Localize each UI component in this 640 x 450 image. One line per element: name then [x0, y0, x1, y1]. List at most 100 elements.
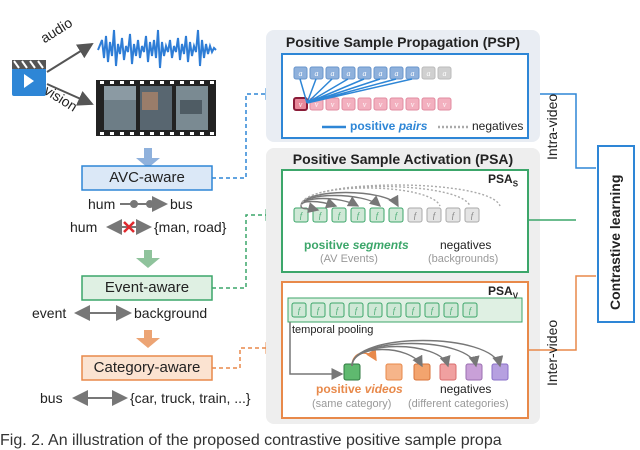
psas-positive: positive segments — [304, 238, 409, 252]
psp-legend-positive-em: pairs — [398, 119, 428, 133]
psas-token-6 — [388, 207, 404, 223]
psas-token-label-4: f — [357, 211, 361, 220]
psas-token-label-9: f — [452, 211, 456, 220]
psav-frame-token-label-7: f — [412, 306, 416, 315]
psp-to-contrastive-link — [540, 93, 596, 169]
contrastive-learning-box — [597, 145, 635, 323]
event-to-psas-link — [212, 209, 278, 289]
not-related-icon — [123, 221, 135, 233]
psp-legend-negatives: negatives — [472, 119, 524, 133]
psas-label-sub: S — [512, 179, 519, 189]
psas-positive-text: positive — [304, 238, 353, 252]
psas-token-label-7: f — [414, 211, 418, 220]
psp-audio-token-label-4: a — [347, 69, 351, 78]
psav-negative-video-3 — [465, 363, 483, 381]
psav-positive: positive videos — [316, 382, 403, 396]
psas-token-label-5: f — [376, 211, 380, 220]
psp-visual-token-label-8: v — [411, 100, 415, 109]
intra-video-label: Intra-video — [544, 93, 560, 160]
avc-rel1-right: bus — [170, 196, 193, 212]
psp-visual-token-label-9: v — [427, 100, 431, 109]
psav-label: PSAV — [488, 284, 518, 300]
psav-label-text: PSA — [488, 284, 513, 298]
flow-arrow-2 — [136, 250, 160, 268]
psav-positive-sub: (same category) — [312, 398, 392, 410]
temporal-pooling-label: temporal pooling — [292, 324, 374, 336]
psav-label-sub: V — [512, 291, 519, 301]
psp-audio-token-label-9: a — [427, 69, 431, 78]
psp-visual-token-6 — [373, 97, 388, 111]
psp-audio-token-label-8: a — [411, 69, 415, 78]
psav-frame-token-label-2: f — [317, 306, 321, 315]
psp-audio-token-label-7: a — [395, 69, 399, 78]
psas-token-4 — [350, 207, 366, 223]
psp-audio-token-label-5: a — [363, 69, 367, 78]
psav-negative-video-2 — [439, 363, 457, 381]
psp-visual-token-7 — [389, 97, 404, 111]
psav-frame-token-label-3: f — [336, 306, 340, 315]
pooling-arrow — [289, 322, 344, 380]
psas-token-5 — [369, 207, 385, 223]
psp-visual-token-1 — [293, 97, 308, 111]
psav-frame-token-10 — [462, 302, 478, 318]
psp-visual-token-3 — [325, 97, 340, 111]
avc-rel2-right: {man, road} — [154, 219, 227, 235]
psp-audio-token-2 — [309, 66, 324, 80]
psas-token-label-1: f — [300, 211, 304, 220]
psav-frame-token-4 — [348, 302, 364, 318]
psas-arcs — [300, 184, 501, 214]
psp-title: Positive Sample Propagation (PSP) — [285, 34, 521, 50]
psp-legend-positive-text: positive — [350, 119, 399, 133]
psav-frame-token-label-9: f — [450, 306, 454, 315]
psp-audio-token-10 — [437, 66, 452, 80]
video-filmstrip — [96, 80, 216, 136]
psav-negative-video-4 — [491, 363, 509, 381]
psas-label: PSAS — [488, 172, 518, 188]
psav-frame-token-1 — [291, 302, 307, 318]
psa-title: Positive Sample Activation (PSA) — [292, 151, 514, 167]
psp-visual-token-8 — [405, 97, 420, 111]
psav-frame-token-9 — [443, 302, 459, 318]
flow-arrow-3 — [136, 330, 160, 348]
event-rel-left: event — [32, 305, 67, 321]
psp-audio-token-label-6: a — [379, 69, 383, 78]
psas-token-1 — [293, 207, 309, 223]
inter-video-label: Inter-video — [544, 319, 560, 386]
psp-audio-token-8 — [405, 66, 420, 80]
psp-visual-token-9 — [421, 97, 436, 111]
psp-audio-token-5 — [357, 66, 372, 80]
psav-frame-token-8 — [424, 302, 440, 318]
psas-token-label-6: f — [395, 211, 399, 220]
avc-rel1-left: hum — [88, 196, 116, 212]
event-aware-box — [81, 275, 213, 301]
psav-frame-token-label-10: f — [469, 306, 473, 315]
psp-visual-token-label-7: v — [395, 100, 399, 109]
psp-audio-token-label-1: a — [299, 69, 303, 78]
psav-to-contrastive-link — [528, 275, 596, 351]
category-to-psav-link — [212, 342, 278, 369]
psp-visual-token-label-4: v — [347, 100, 351, 109]
psav-positive-em: videos — [364, 382, 403, 396]
psav-negative-video-1 — [413, 363, 431, 381]
psas-token-label-3: f — [338, 211, 342, 220]
category-aware-box — [81, 355, 213, 381]
psav-frame-token-7 — [405, 302, 421, 318]
category-rel-right: {car, truck, train, ...} — [130, 390, 251, 406]
psas-token-8 — [426, 207, 442, 223]
psav-frame-token-label-5: f — [374, 306, 378, 315]
psas-label-text: PSA — [488, 172, 513, 186]
psp-audio-token-6 — [373, 66, 388, 80]
avc-aware-label: AVC-aware — [109, 169, 185, 186]
psp-audio-token-label-10: a — [443, 69, 447, 78]
psp-legend-positive: positive pairs — [350, 119, 427, 133]
psp-edges — [299, 78, 413, 104]
psas-token-3 — [331, 207, 347, 223]
psav-frame-token-5 — [367, 302, 383, 318]
psav-positive-video — [343, 363, 361, 381]
psp-audio-token-3 — [325, 66, 340, 80]
psp-visual-token-label-6: v — [379, 100, 383, 109]
psas-token-7 — [407, 207, 423, 223]
psav-frame-token-3 — [329, 302, 345, 318]
figure-caption: Fig. 2. An illustration of the proposed … — [0, 432, 502, 449]
